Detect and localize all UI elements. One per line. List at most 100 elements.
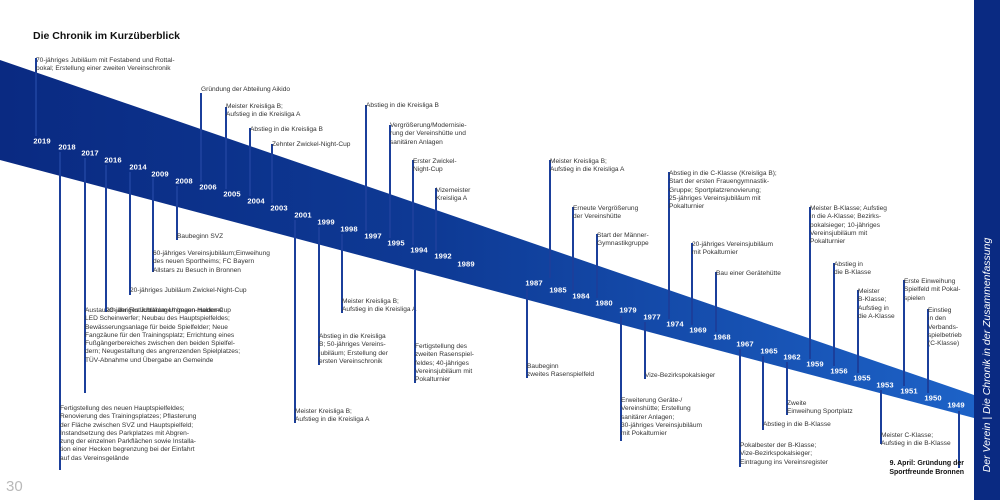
year-label-1999: 1999 [317, 217, 335, 227]
year-label-1992: 1992 [434, 251, 452, 261]
event-leader-line [271, 144, 273, 203]
sidebar-chapter-title: Der Verein | Die Chronik in der Zusammen… [981, 237, 993, 473]
event-leader-line [833, 263, 835, 366]
year-label-1956: 1956 [830, 366, 848, 376]
year-label-1979: 1979 [619, 305, 637, 315]
event-note: Einstieg in den Verbands- spielbetrieb (… [928, 307, 962, 348]
event-leader-line [318, 227, 320, 365]
year-label-1953: 1953 [876, 380, 894, 390]
event-leader-line [644, 322, 646, 379]
event-leader-line [762, 356, 764, 430]
event-note: 60-jähriges Vereinsjubiläum;Einweihung d… [153, 250, 270, 274]
year-label-1977: 1977 [643, 312, 661, 322]
event-leader-line [225, 107, 227, 189]
year-label-1998: 1998 [340, 224, 358, 234]
year-label-1949: 1949 [947, 400, 965, 410]
event-note: Meister B-Klasse; Aufstieg in die A-Klas… [810, 205, 887, 246]
event-leader-line [880, 390, 882, 444]
event-note: 70-jähriges Jubiläum mit Festabend und R… [36, 57, 175, 73]
year-label-2018: 2018 [58, 142, 76, 152]
event-leader-line [715, 272, 717, 332]
event-note: 20-jähriges Jubiläum Zwickel-Night-Cup [130, 287, 247, 294]
event-leader-line [526, 288, 528, 378]
event-note: Vizemeister Kreisliga A [436, 187, 471, 203]
event-note: Abstieg in die B-Klasse [834, 261, 872, 277]
event-note: Meister B-Klasse; Aufstieg in die A-Klas… [858, 288, 895, 320]
event-leader-line [596, 234, 598, 298]
year-label-1955: 1955 [853, 373, 871, 383]
event-leader-line [200, 93, 202, 182]
event-note: Meister Kreisliga B; Aufstieg in die Kre… [342, 298, 416, 314]
year-label-1969: 1969 [689, 325, 707, 335]
year-label-1965: 1965 [760, 346, 778, 356]
year-label-1951: 1951 [900, 386, 918, 396]
year-label-1959: 1959 [806, 359, 824, 369]
event-leader-line [739, 349, 741, 467]
event-leader-line [786, 362, 788, 415]
event-note: Meister C-Klasse; Aufstieg in die B-Klas… [881, 432, 951, 448]
event-leader-line [572, 207, 574, 291]
event-note: Vize-Bezirkspokalsieger [645, 372, 716, 379]
event-note: Abstieg in die Kreisliga B [250, 126, 323, 133]
event-note: Pokalbester der B-Klasse; Vize-Bezirkspo… [740, 442, 828, 466]
event-note: Erster Zwickel- Night-Cup [413, 158, 457, 174]
event-leader-line [59, 152, 61, 470]
year-label-1950: 1950 [924, 393, 942, 403]
event-note: Gründung der Abteilung Aikido [201, 86, 291, 93]
event-note: 20-jähriges Vereinsjubiläum mit Pokaltur… [692, 241, 774, 257]
year-label-1989: 1989 [457, 259, 475, 269]
event-note: Abstieg in die Kreisliga B [366, 102, 439, 109]
year-label-2005: 2005 [223, 189, 241, 199]
event-leader-line [129, 172, 131, 295]
event-note: Vergrößerung/Modernisie- rung der Verein… [390, 122, 467, 146]
year-label-1994: 1994 [410, 245, 428, 255]
event-note: Erweiterung Geräte-/ Vereinshütte; Erste… [621, 397, 703, 438]
event-leader-line [903, 280, 905, 386]
founding-event-note: 9. April: Gründung der Sportfreunde Bron… [889, 460, 964, 476]
chapter-sidebar [974, 0, 1000, 500]
year-label-2001: 2001 [294, 210, 312, 220]
event-note: Abstieg in die B-Klasse [763, 421, 831, 428]
event-note: Start der Männer- Gymnastikgruppe [597, 232, 649, 248]
event-note: Austausch der Flutlichtanlagen gegen mod… [85, 307, 241, 364]
event-note: Fertigstellung des neuen Hauptspielfelde… [60, 405, 197, 462]
event-note: Zweite Einweihung Sportplatz [787, 400, 853, 416]
year-label-1997: 1997 [364, 231, 382, 241]
year-label-2016: 2016 [104, 155, 122, 165]
event-leader-line [435, 188, 437, 251]
year-label-2014: 2014 [129, 162, 147, 172]
event-leader-line [620, 316, 622, 441]
year-label-2009: 2009 [151, 169, 169, 179]
event-leader-line [691, 243, 693, 325]
event-leader-line [389, 125, 391, 238]
event-note: Abstieg in die C-Klasse (Kreisliga B); S… [669, 170, 777, 211]
event-note: Fertigstellung des zweiten Rasenspiel- f… [415, 343, 475, 384]
event-note: Erneute Vergrößerung der Vereinshütte [573, 205, 639, 221]
event-leader-line [294, 220, 296, 423]
event-note: Baubeginn SVZ [177, 233, 224, 240]
event-note: 20-jähriges Jubiläum Uhlmann-Halder-Cup [106, 307, 231, 314]
page-title: Die Chronik im Kurzüberblick [33, 30, 181, 42]
event-leader-line [412, 160, 414, 245]
event-note: Baubeginn zweites Rasenspielfeld [527, 363, 595, 379]
year-label-1967: 1967 [736, 339, 754, 349]
event-leader-line [809, 207, 811, 359]
event-note: Bau einer Gerätehütte [716, 270, 781, 277]
year-label-1995: 1995 [387, 238, 405, 248]
event-leader-line [414, 270, 416, 383]
event-leader-line [249, 128, 251, 196]
event-leader-line [927, 309, 929, 393]
event-leader-line [668, 172, 670, 319]
event-leader-line [365, 105, 367, 231]
event-note: Erste Einweihung Spielfeld mit Pokal- sp… [904, 278, 961, 302]
event-note: Zehnter Zwickel-Night-Cup [272, 141, 351, 148]
year-label-1980: 1980 [595, 298, 613, 308]
page-number: 30 [6, 478, 23, 495]
year-label-1968: 1968 [713, 332, 731, 342]
year-label-1987: 1987 [525, 278, 543, 288]
event-note: Meister Kreisliga B; Aufstieg in die Kre… [295, 408, 370, 424]
event-note: Meister Kreisliga B; Aufstieg in die Kre… [550, 158, 625, 174]
event-leader-line [958, 411, 960, 468]
